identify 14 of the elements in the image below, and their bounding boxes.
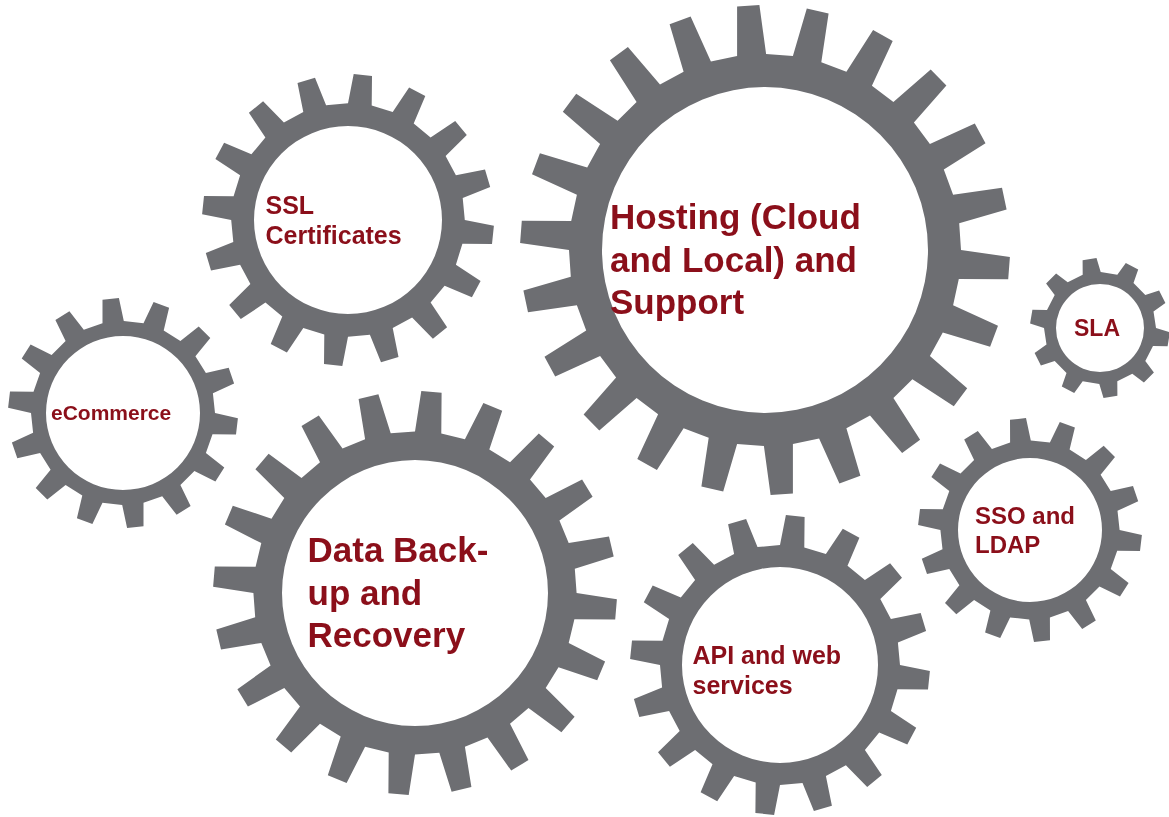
gear-label: API and web services bbox=[692, 639, 843, 701]
gear-shape bbox=[213, 391, 617, 795]
gear-shape bbox=[520, 5, 1010, 495]
gear-label: Hosting (Cloud and Local) and Support bbox=[610, 195, 862, 324]
gear-shape bbox=[1030, 258, 1169, 398]
gear-shape bbox=[918, 418, 1142, 642]
gear-label: eCommerce bbox=[51, 400, 173, 426]
gear-label: SSL Certificates bbox=[265, 189, 403, 251]
gear-shape bbox=[8, 298, 238, 528]
gear-label: Data Back-up and Recovery bbox=[307, 528, 490, 657]
gear-label: SSO and LDAP bbox=[975, 500, 1077, 560]
gear-shape bbox=[630, 515, 930, 815]
gear-label: SLA bbox=[1074, 313, 1121, 342]
gear-shape bbox=[202, 74, 494, 366]
